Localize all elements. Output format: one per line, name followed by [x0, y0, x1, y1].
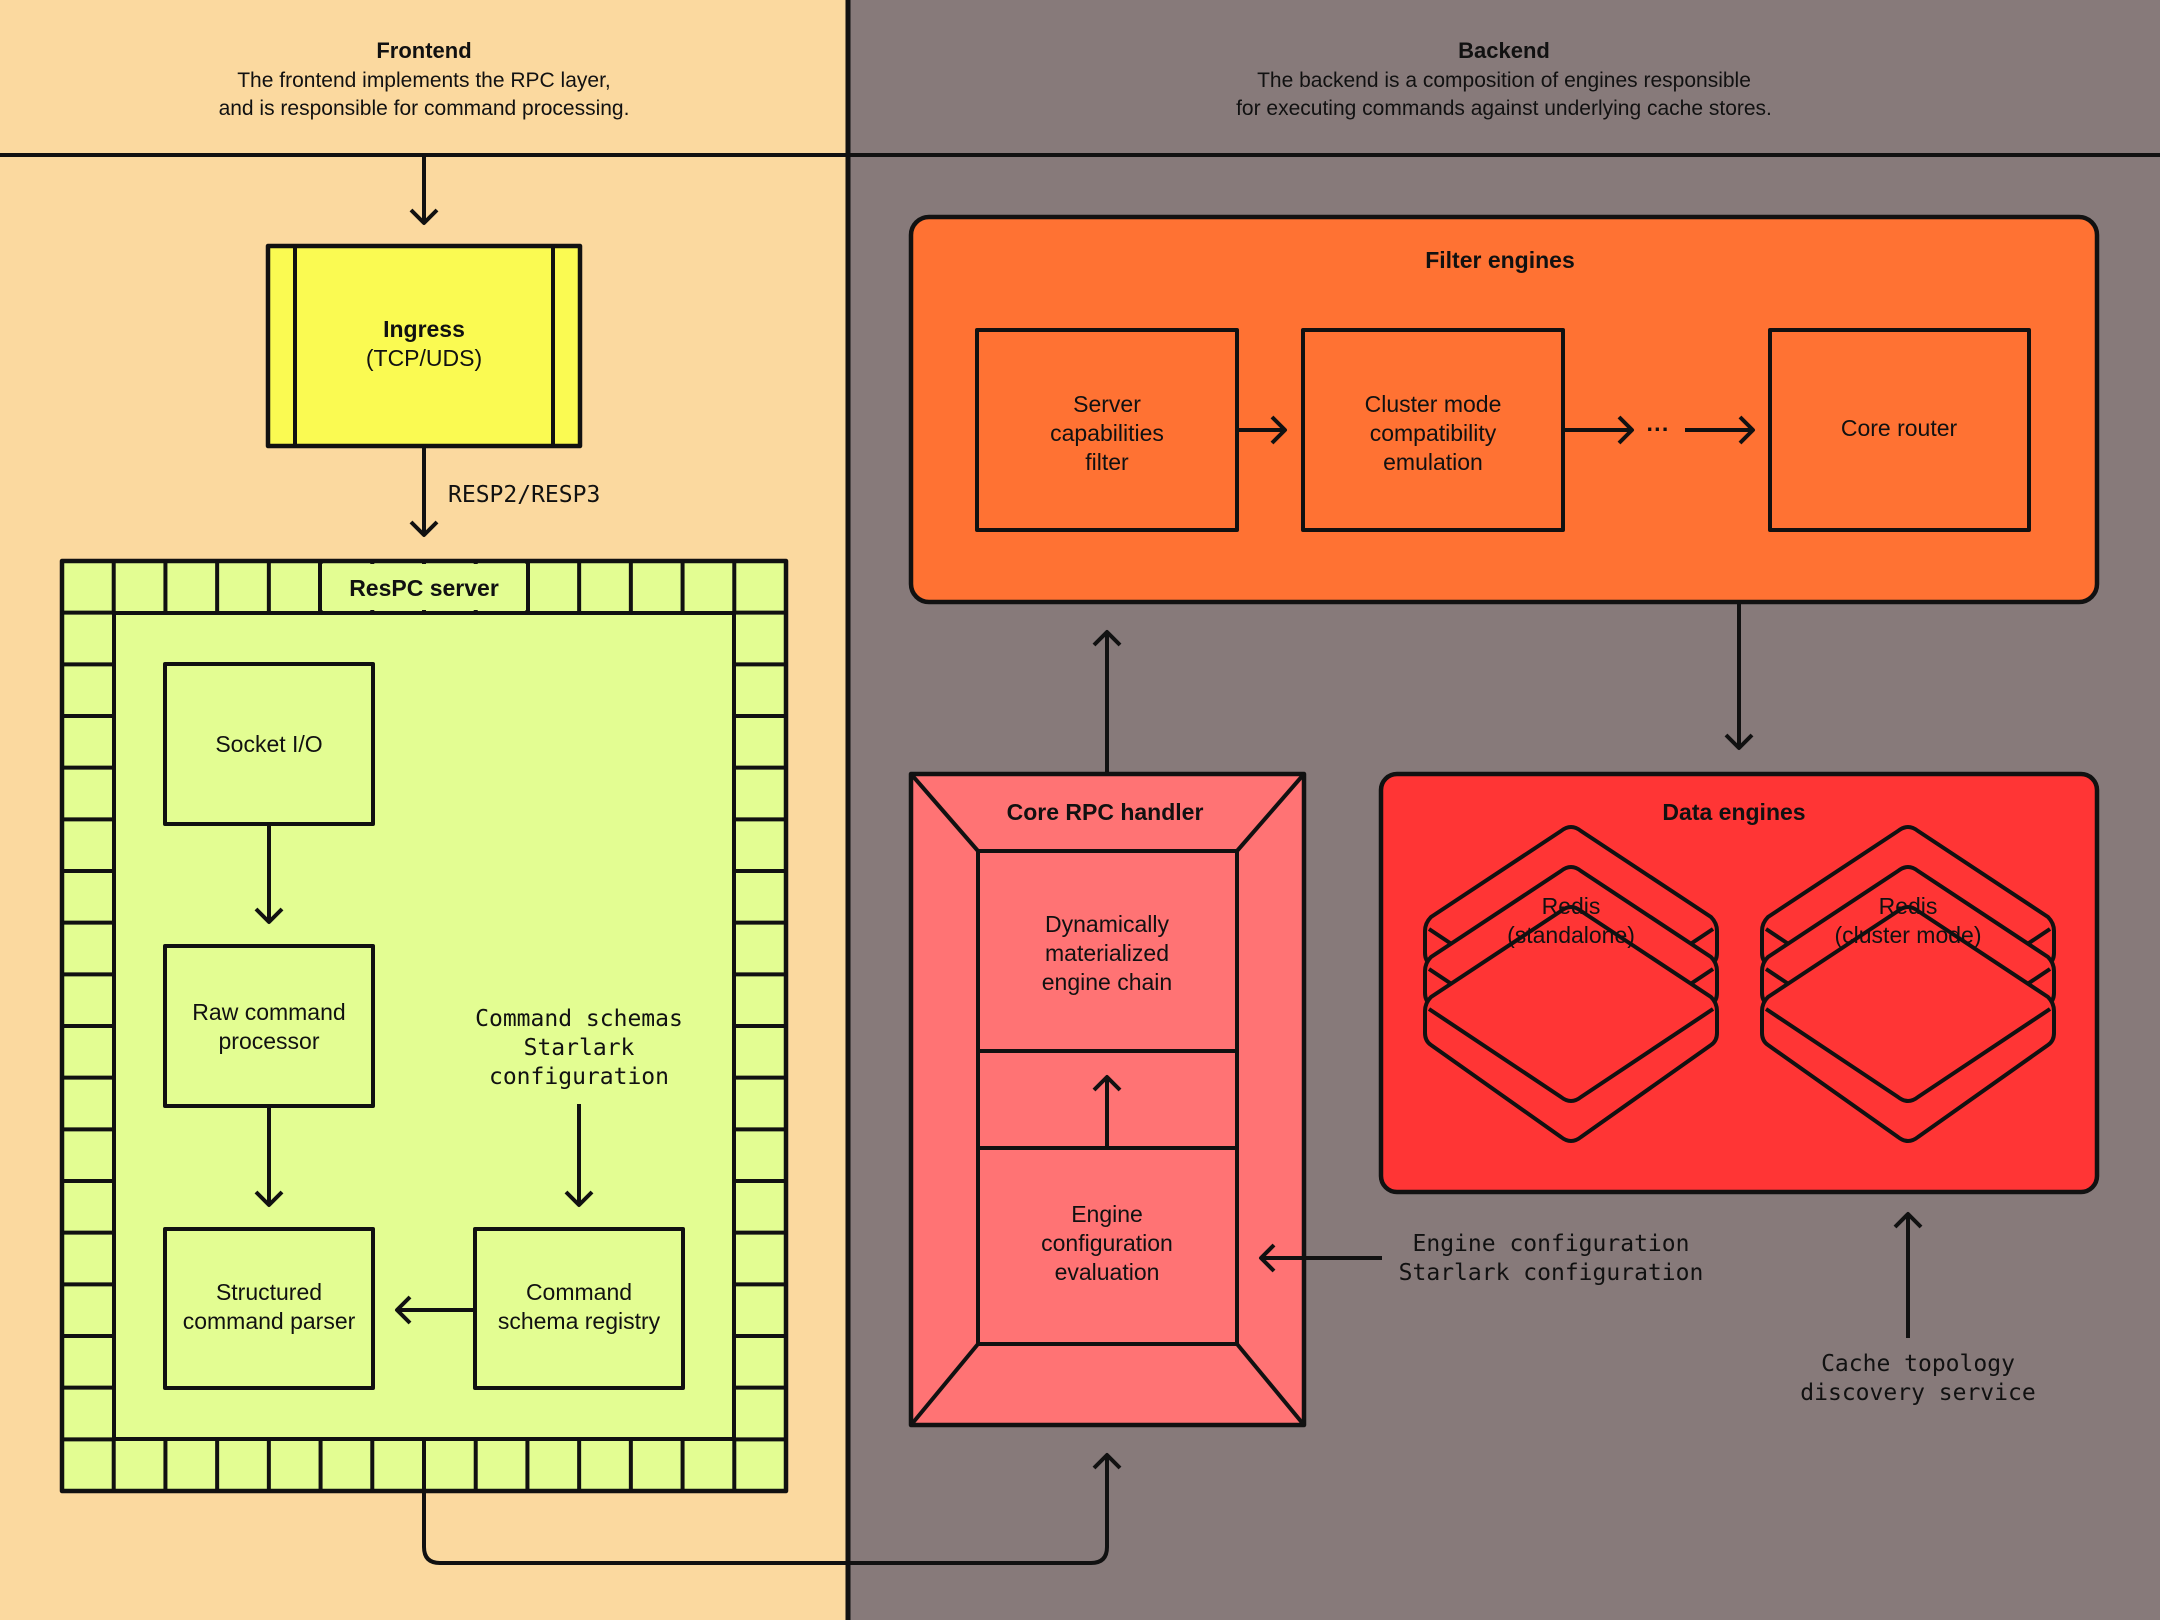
cache-topology-note: Cache topology discovery service	[1800, 1351, 2035, 1406]
frontend-description-line-1: The frontend implements the RPC layer,	[237, 69, 611, 92]
backend-title: Backend	[1458, 38, 1550, 63]
redis-standalone-stack: Redis (standalone)	[1423, 825, 1719, 1143]
frontend-header: Frontend The frontend implements the RPC…	[219, 38, 630, 120]
arrow-raw-to-parser	[254, 1106, 284, 1207]
socket-io-label: Socket I/O	[215, 731, 322, 757]
parser-line-2: command parser	[183, 1308, 356, 1334]
server-filter-line-1: Server	[1073, 391, 1141, 417]
server-capabilities-filter-box: Server capabilities filter	[975, 328, 1239, 532]
topology-line-1: Cache topology	[1821, 1351, 2015, 1377]
socket-io-box: Socket I/O	[163, 662, 375, 826]
cluster-emulation-line-1: Cluster mode	[1365, 391, 1502, 417]
engine-chain-line-2: materialized	[1045, 940, 1169, 966]
config-evaluation-line-1: Engine	[1071, 1201, 1143, 1227]
respc-frame-segments	[62, 561, 786, 1491]
config-evaluation-section: Engine configuration evaluation	[1041, 1201, 1173, 1285]
server-filter-line-2: capabilities	[1050, 420, 1164, 446]
redis-standalone-line-1: Redis	[1542, 893, 1601, 919]
frontend-title: Frontend	[376, 38, 471, 63]
engine-chain-line-3: engine chain	[1042, 969, 1172, 995]
arrow-server-filter-to-cluster	[1237, 415, 1287, 445]
registry-line-2: schema registry	[498, 1308, 661, 1334]
redis-cluster-line-1: Redis	[1879, 893, 1938, 919]
arrow-to-ingress	[409, 157, 439, 225]
core-router-label: Core router	[1841, 415, 1958, 441]
registry-line-1: Command	[526, 1279, 632, 1305]
raw-processor-line-1: Raw command	[192, 999, 345, 1025]
engine-chain-line-1: Dynamically	[1045, 911, 1169, 937]
ingress-title: Ingress	[383, 316, 465, 342]
config-evaluation-line-3: evaluation	[1055, 1259, 1160, 1285]
backend-description-line-2: for executing commands against underlyin…	[1236, 97, 1772, 120]
core-router-box: Core router	[1768, 328, 2031, 532]
arrow-cluster-to-router: ···	[1563, 415, 1755, 445]
redis-cluster-line-2: (cluster mode)	[1835, 922, 1982, 948]
command-schema-registry-box: Command schema registry	[473, 1227, 685, 1390]
engine-config-line-1: Engine configuration	[1413, 1231, 1690, 1257]
arrow-core-rpc-to-filter	[1092, 630, 1122, 773]
redis-layer	[1423, 905, 1719, 1143]
cluster-emulation-line-2: compatibility	[1370, 420, 1497, 446]
connector-respc-to-core-rpc	[422, 1453, 1122, 1565]
redis-standalone-line-2: (standalone)	[1507, 922, 1635, 948]
filter-engines-title: Filter engines	[1425, 247, 1575, 273]
schemas-note-line-1: Command schemas	[475, 1006, 683, 1032]
arrow-evaluation-to-chain	[1092, 1075, 1122, 1148]
redis-cluster-stack: Redis (cluster mode)	[1760, 825, 2056, 1143]
server-filter-line-3: filter	[1085, 449, 1129, 475]
parser-line-1: Structured	[216, 1279, 322, 1305]
data-engines-title: Data engines	[1662, 799, 1805, 825]
arrow-config-to-evaluation	[1259, 1243, 1382, 1273]
backend-description-line-1: The backend is a composition of engines …	[1257, 69, 1751, 92]
protocol-label: RESP2/RESP3	[448, 482, 600, 508]
raw-command-processor-box: Raw command processor	[163, 944, 375, 1108]
redis-layer-edge	[1764, 1007, 2052, 1103]
cluster-emulation-line-3: emulation	[1383, 449, 1483, 475]
core-rpc-handler: Core RPC handler	[908, 771, 1307, 1428]
arrow-socket-to-raw	[254, 824, 284, 924]
arrow-ingress-to-respc: RESP2/RESP3	[409, 446, 600, 537]
structured-command-parser-box: Structured command parser	[163, 1227, 375, 1390]
ingress-subtitle: (TCP/UDS)	[366, 345, 482, 371]
backend-header: Backend The backend is a composition of …	[1236, 38, 1772, 120]
redis-layer	[1760, 905, 2056, 1143]
engine-configuration-note: Engine configuration Starlark configurat…	[1399, 1231, 1704, 1286]
respc-server-title: ResPC server	[349, 575, 499, 601]
cluster-mode-emulation-box: Cluster mode compatibility emulation	[1301, 328, 1565, 532]
filter-chain-ellipsis: ···	[1647, 416, 1670, 442]
schemas-note-line-3: configuration	[489, 1064, 669, 1090]
arrow-schemas-to-registry	[564, 1104, 594, 1207]
arrow-filter-to-data-engines	[1724, 604, 1754, 750]
engine-chain-section: Dynamically materialized engine chain	[1042, 911, 1172, 995]
schemas-note-line-2: Starlark	[524, 1035, 635, 1061]
raw-processor-line-2: processor	[219, 1028, 320, 1054]
engine-config-line-2: Starlark configuration	[1399, 1260, 1704, 1286]
frontend-description-line-2: and is responsible for command processin…	[219, 97, 630, 120]
redis-layer-edge	[1427, 1007, 1715, 1103]
arrow-registry-to-parser	[395, 1295, 475, 1325]
arrow-topology-to-data-engines	[1893, 1212, 1923, 1338]
config-evaluation-line-2: configuration	[1041, 1230, 1173, 1256]
topology-line-2: discovery service	[1800, 1380, 2035, 1406]
command-schemas-note: Command schemas Starlark configuration	[475, 1006, 683, 1090]
ingress-box: Ingress (TCP/UDS)	[265, 243, 583, 449]
core-rpc-handler-title: Core RPC handler	[1007, 799, 1204, 825]
